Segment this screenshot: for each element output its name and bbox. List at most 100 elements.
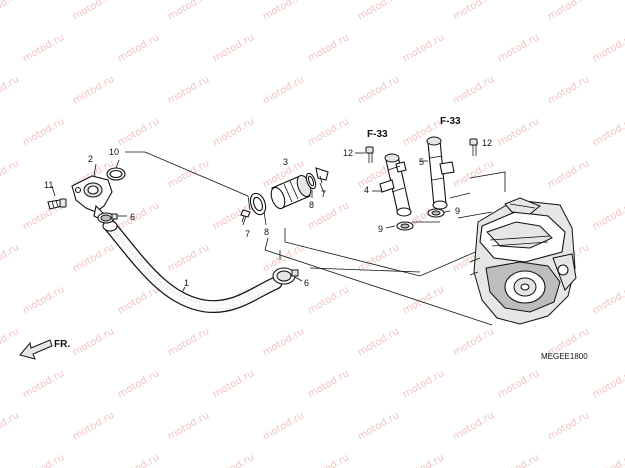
part-number: 6 — [304, 278, 309, 288]
watermark-text: motod.ru — [451, 326, 496, 358]
watermark-text: motod.ru — [0, 410, 21, 442]
part-number: 4 — [364, 185, 369, 195]
engine-block — [469, 197, 577, 325]
watermark-text: motod.ru — [0, 242, 21, 274]
part-number: 12 — [482, 138, 492, 148]
watermark-text: motod.ru — [166, 158, 211, 190]
watermark-text: motod.ru — [546, 410, 591, 442]
watermark-text: motod.ru — [261, 410, 306, 442]
watermark-text: motod.ru — [451, 0, 496, 23]
watermark-text: motod.ru — [71, 0, 116, 23]
bolt — [240, 209, 251, 223]
watermark-text: motod.ru — [166, 0, 211, 23]
part-number: 6 — [130, 212, 135, 222]
bolt — [365, 146, 374, 163]
part-number: 1 — [184, 278, 189, 288]
watermark-text: motod.ru — [401, 284, 446, 316]
watermark-text: motod.ru — [21, 284, 66, 316]
part-number: 11 — [44, 180, 53, 190]
watermark-text: motod.ru — [261, 326, 306, 358]
watermark-text: motod.ru — [401, 32, 446, 64]
watermark-text: motod.ru — [546, 0, 591, 23]
watermark-text: motod.ru — [0, 158, 21, 190]
leader-lines — [51, 142, 506, 326]
watermark-text: motod.ru — [21, 452, 66, 468]
watermark-text: motod.ru — [211, 32, 256, 64]
part-number: 8 — [264, 227, 269, 237]
diagram-code: MEGEE1800 — [541, 352, 588, 361]
watermark-text: motod.ru — [116, 116, 161, 148]
watermark-text: motod.ru — [356, 326, 401, 358]
ref-label-f33-right: F-33 — [440, 116, 461, 127]
part-number: 7 — [245, 229, 250, 239]
o-ring — [396, 221, 414, 231]
watermark-text: motod.ru — [496, 116, 541, 148]
bolt — [47, 198, 67, 210]
watermark-text: motod.ru — [116, 284, 161, 316]
part-number: 10 — [109, 147, 119, 157]
part-number: 9 — [455, 206, 460, 216]
o-ring — [106, 167, 126, 181]
part-number: 3 — [283, 157, 288, 167]
watermark-text: motod.ru — [211, 368, 256, 400]
direction-label: FR. — [54, 339, 70, 350]
watermark-text: motod.ru — [116, 368, 161, 400]
o-ring — [427, 208, 445, 218]
part-number: 5 — [419, 157, 424, 167]
watermark-text: motod.ru — [591, 200, 625, 232]
watermark-text: motod.ru — [166, 242, 211, 274]
watermark-text: motod.ru — [401, 452, 446, 468]
watermark-text: motod.ru — [71, 410, 116, 442]
watermark-text: motod.ru — [71, 242, 116, 274]
watermark-text: motod.ru — [306, 32, 351, 64]
watermark-text: motod.ru — [21, 368, 66, 400]
watermark-text: motod.ru — [211, 116, 256, 148]
hose-clamp — [272, 267, 299, 285]
o-ring — [305, 172, 317, 190]
watermark-text: motod.ru — [21, 32, 66, 64]
part-number: 9 — [378, 224, 383, 234]
watermark-text: motod.ru — [496, 452, 541, 468]
watermark-text: motod.ru — [211, 452, 256, 468]
watermark-text: motod.ru — [21, 116, 66, 148]
ref-label-f33-left: F-33 — [367, 129, 388, 140]
part-number: 2 — [88, 154, 93, 164]
elbow-joint — [71, 175, 113, 221]
watermark-text: motod.ru — [591, 32, 625, 64]
watermark-text: motod.ru — [591, 368, 625, 400]
watermark-text: motod.ru — [116, 452, 161, 468]
watermark-text: motod.ru — [356, 0, 401, 23]
watermark-text: motod.ru — [166, 74, 211, 106]
water-pipe — [426, 136, 455, 210]
watermark-text: motod.ru — [451, 74, 496, 106]
watermark-text: motod.ru — [546, 158, 591, 190]
watermark-text: motod.ru — [0, 326, 21, 358]
watermark-text: motod.ru — [591, 284, 625, 316]
watermark-text: motod.ru — [261, 74, 306, 106]
watermark-text: motod.ru — [0, 0, 21, 23]
watermark-text: motod.ru — [71, 74, 116, 106]
part-number: 12 — [343, 148, 353, 158]
watermark-text: motod.ru — [306, 368, 351, 400]
water-pipe — [379, 153, 412, 217]
watermark-text: motod.ru — [356, 410, 401, 442]
watermark-text: motod.ru — [591, 452, 625, 468]
part-number: 8 — [309, 200, 314, 210]
front-direction-arrow-icon — [19, 339, 53, 360]
watermark-text: motod.ru — [496, 368, 541, 400]
hose-clamp — [97, 212, 118, 224]
watermark-text: motod.ru — [356, 74, 401, 106]
watermark-text: motod.ru — [71, 326, 116, 358]
watermark-text: motod.ru — [546, 74, 591, 106]
watermark-text: motod.ru — [306, 452, 351, 468]
watermark-text: motod.ru — [401, 368, 446, 400]
watermark-text: motod.ru — [306, 284, 351, 316]
watermark-text: motod.ru — [451, 410, 496, 442]
o-ring — [249, 192, 267, 216]
watermark-text: motod.ru — [0, 74, 21, 106]
watermark-text: motod.ru — [496, 32, 541, 64]
watermark-text: motod.ru — [306, 116, 351, 148]
pipe-joint — [270, 174, 312, 210]
clip — [315, 167, 329, 184]
